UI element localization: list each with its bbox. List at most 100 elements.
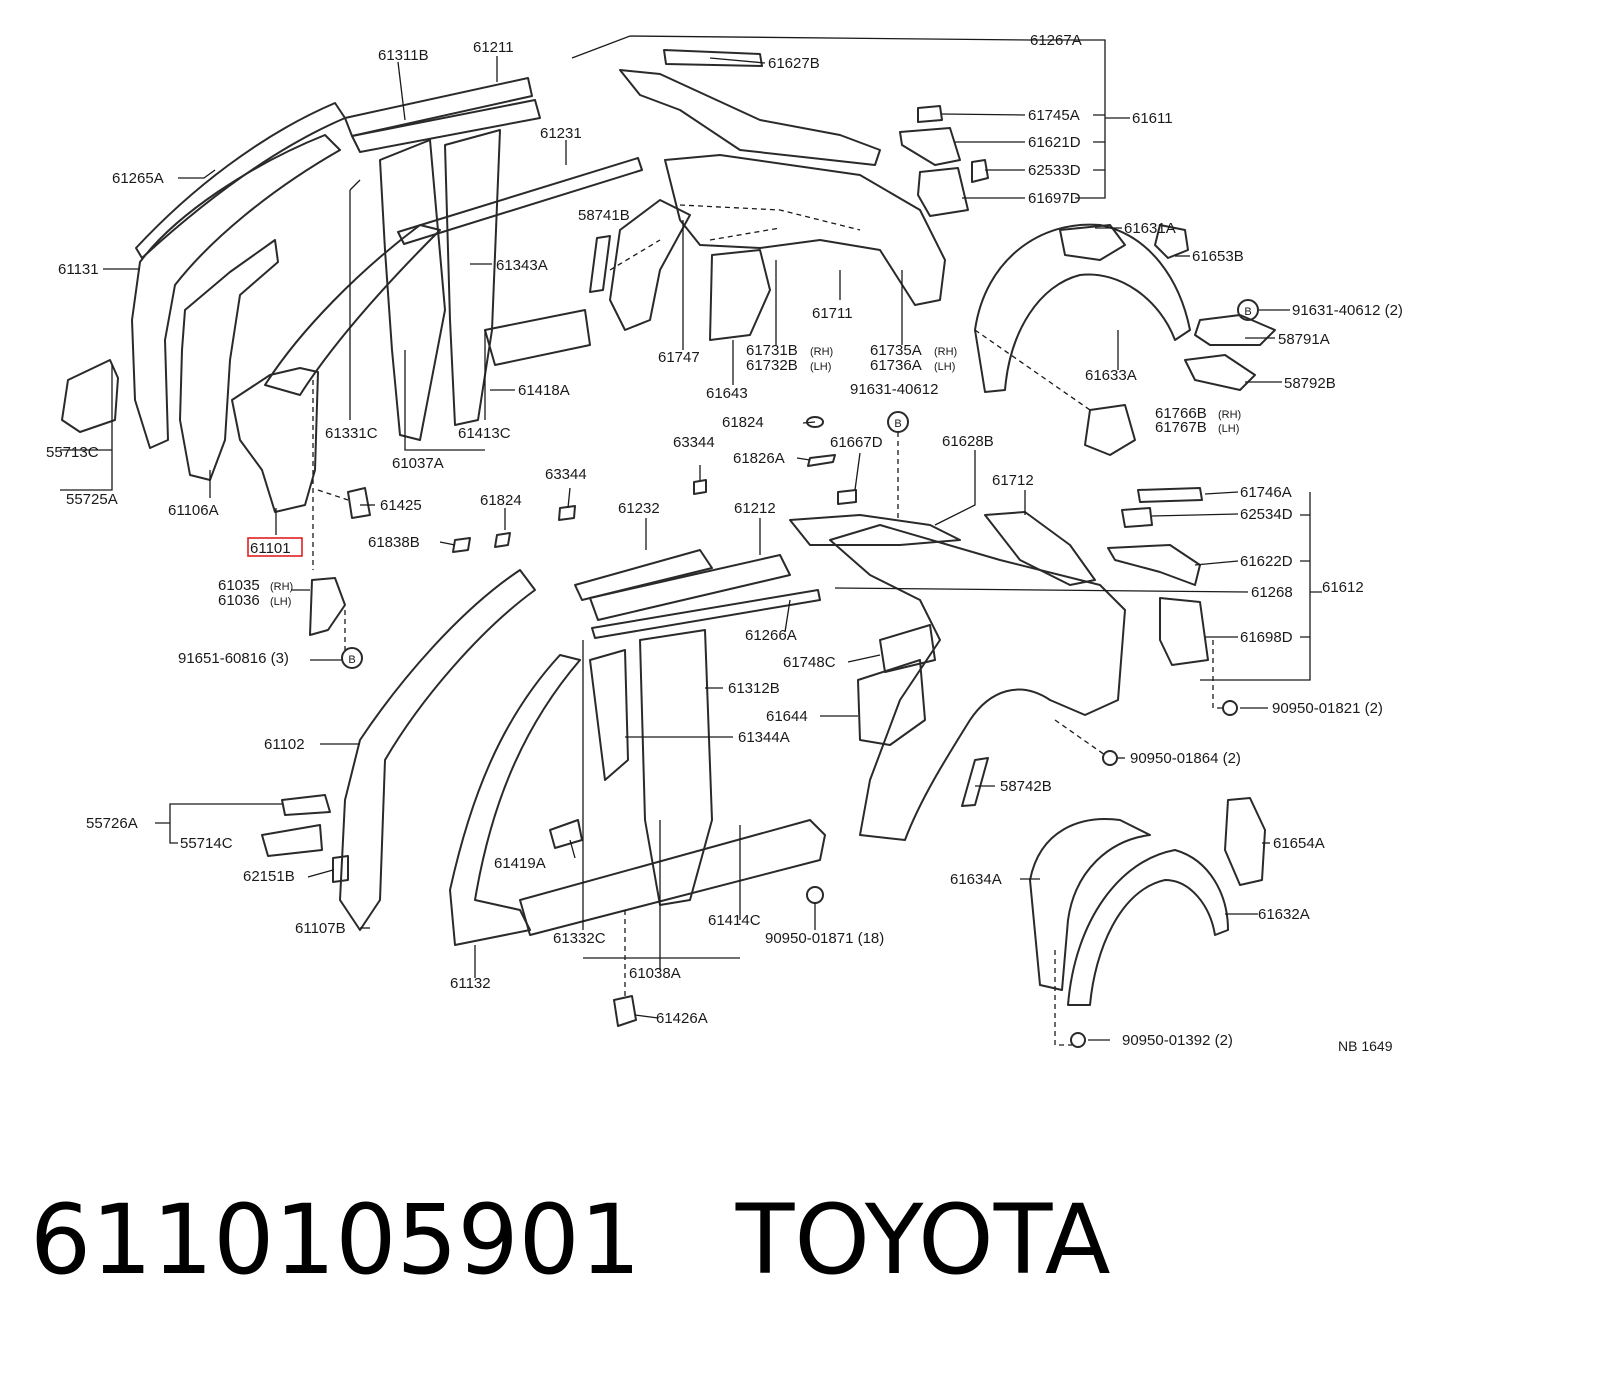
- label-61265A: 61265A: [112, 170, 164, 187]
- label-61735A: 61735A: [870, 342, 922, 359]
- svg-text:B: B: [348, 654, 355, 666]
- label-61824-upper: 61824: [722, 414, 764, 431]
- marker-b-1: B: [341, 647, 363, 669]
- bracket-61035: [309, 577, 346, 636]
- part-caption: 6110105901 TOYOTA: [30, 1184, 1111, 1296]
- label-61643: 61643: [706, 385, 748, 402]
- label-61102: 61102: [264, 736, 305, 753]
- bracket-61654A: [1224, 797, 1266, 886]
- wheel-house-61634A: [1029, 818, 1151, 991]
- center-pillar-upper-61343A: [379, 139, 446, 441]
- label-61611: 61611: [1132, 110, 1173, 127]
- bracket-61628B: [789, 514, 961, 546]
- label-91631-40612-2: 91631-40612 (2): [1292, 302, 1403, 319]
- center-pillar-upper-2: [444, 129, 501, 426]
- rocker-bracket-61418A: [484, 309, 591, 366]
- center-pillar-61344A: [589, 649, 629, 781]
- part-number: 6110105901: [30, 1184, 641, 1296]
- bracket-61644: [857, 659, 926, 746]
- label-63344-b: 63344: [673, 434, 715, 451]
- label-61736A-lh: (LH): [934, 361, 955, 373]
- label-61612: 61612: [1322, 579, 1364, 596]
- svg-text:B: B: [894, 418, 901, 430]
- label-90950-01871-18: 90950-01871 (18): [765, 930, 884, 947]
- label-62151B: 62151B: [243, 868, 295, 885]
- pad-61667D: [837, 489, 857, 505]
- label-61211: 61211: [473, 39, 514, 56]
- label-61622D: 61622D: [1240, 553, 1293, 570]
- bracket-58792B: [1184, 354, 1256, 391]
- center-pillar-61331C: [264, 224, 441, 396]
- label-61036-lh: (LH): [270, 596, 291, 608]
- bracket-58791A: [1194, 314, 1276, 346]
- pad-61824-upper: [806, 416, 824, 428]
- part-outlines: [61, 49, 1276, 1048]
- label-61232: 61232: [618, 500, 660, 517]
- label-58741B: 58741B: [578, 207, 630, 224]
- clip-90950-01821: [1222, 700, 1238, 716]
- label-58792B: 58792B: [1284, 375, 1336, 392]
- label-61418A: 61418A: [518, 382, 570, 399]
- bracket-61419A: [549, 819, 583, 849]
- bracket-61698D: [1159, 597, 1209, 666]
- body-side-61132: [449, 654, 581, 946]
- label-61107B: 61107B: [295, 920, 346, 937]
- bracket-61745A: [917, 105, 943, 123]
- label-61748C: 61748C: [783, 654, 836, 671]
- label-61101: 61101: [250, 540, 291, 557]
- label-55725A: 55725A: [66, 491, 118, 508]
- label-61312B: 61312B: [728, 680, 780, 697]
- pad-61838B: [452, 537, 471, 553]
- roof-drip-61266A: [591, 589, 821, 639]
- label-61628B: 61628B: [942, 433, 994, 450]
- label-61697D: 61697D: [1028, 190, 1081, 207]
- pad-63344-a: [558, 505, 576, 521]
- label-61038A: 61038A: [629, 965, 681, 982]
- bracket-61622D: [1107, 544, 1201, 586]
- label-61732B: 61732B: [746, 357, 798, 374]
- bracket-61621D: [899, 127, 961, 166]
- pad-58741B: [589, 235, 611, 293]
- label-90950-01392-2: 90950-01392 (2): [1122, 1032, 1233, 1049]
- label-61268: 61268: [1251, 584, 1293, 601]
- label-61414C: 61414C: [708, 912, 761, 929]
- label-61747: 61747: [658, 349, 700, 366]
- label-61627B: 61627B: [768, 55, 820, 72]
- label-61731B: 61731B: [746, 342, 798, 359]
- label-63344-a: 63344: [545, 466, 587, 483]
- marker-b-2: B: [887, 411, 909, 433]
- diagram-code: NB 1649: [1338, 1038, 1393, 1054]
- pad-58742B: [961, 757, 989, 807]
- bracket-61653B: [1154, 224, 1189, 259]
- label-61267A: 61267A: [1030, 32, 1082, 49]
- label-61711: 61711: [812, 305, 853, 322]
- label-90950-01821-2: 90950-01821 (2): [1272, 700, 1383, 717]
- label-55713C: 55713C: [46, 444, 99, 461]
- clip-90950-01864: [1102, 750, 1118, 766]
- label-55714C: 55714C: [180, 835, 233, 852]
- label-61735A-rh: (RH): [934, 346, 957, 358]
- pad-63344-b: [693, 479, 707, 495]
- label-61644: 61644: [766, 708, 808, 725]
- bracket-55713C: [61, 359, 119, 433]
- part-labels: 61311B 61211 61267A 61627B 61745A 61611 …: [46, 32, 1403, 1054]
- roof-rail-61211: [351, 99, 541, 153]
- label-61767B-lh: (LH): [1218, 423, 1239, 435]
- bracket-55726A: [281, 794, 331, 816]
- label-61425: 61425: [380, 497, 422, 514]
- wheel-house-61633A: [974, 223, 1191, 393]
- leader-lines: [60, 35, 1322, 1041]
- bracket-61746A: [1137, 487, 1203, 503]
- plate-62151B: [332, 855, 349, 883]
- label-61824-lower: 61824: [480, 492, 522, 509]
- brace-61748C: [879, 624, 936, 673]
- bracket-61425: [347, 487, 371, 519]
- label-61633A: 61633A: [1085, 367, 1137, 384]
- pad-61826A: [807, 454, 836, 467]
- quarter-inner-61712: [984, 511, 1096, 586]
- bracket-62533D: [971, 159, 989, 183]
- label-61667D: 61667D: [830, 434, 883, 451]
- bracket-61766B: [1084, 404, 1136, 456]
- label-55726A: 55726A: [86, 815, 138, 832]
- label-61838B: 61838B: [368, 534, 420, 551]
